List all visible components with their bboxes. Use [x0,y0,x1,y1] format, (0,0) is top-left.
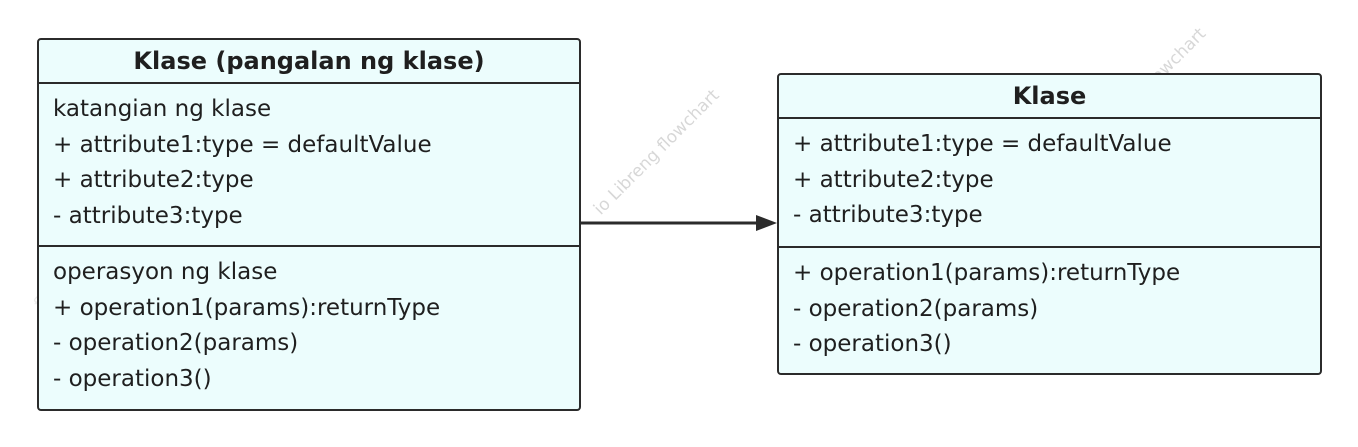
attribute-line: + attribute1:type = defaultValue [53,131,432,158]
arrow-head-icon [756,215,777,231]
attribute-line: katangian ng klase [53,96,272,122]
operation-line: - operation2(params) [53,330,299,357]
attributes-section: katangian ng klase + attribute1:type = d… [39,84,579,247]
uml-class-left[interactable]: Klase (pangalan ng klase) katangian ng k… [37,38,581,411]
class-name: Klase (pangalan ng klase) [39,40,579,84]
attribute-line: + attribute2:type [53,167,254,194]
operation-line: - operation3() [53,365,212,392]
operation-line: - operation2(params) [793,295,1039,322]
watermark-text: io Libreng flowchart [590,85,724,220]
attribute-line: + attribute2:type [793,166,994,193]
attribute-line: - attribute3:type [53,202,243,229]
uml-class-right[interactable]: Klase + attribute1:type = defaultValue +… [777,73,1322,375]
operation-line: + operation1(params):returnType [793,260,1181,286]
attributes-section: + attribute1:type = defaultValue + attri… [779,119,1320,248]
operation-line: - operation3() [793,331,952,358]
operations-section: operasyon ng klase + operation1(params):… [39,247,579,397]
attribute-line: - attribute3:type [793,202,983,229]
attribute-line: + attribute1:type = defaultValue [793,131,1172,157]
operations-section: + operation1(params):returnType - operat… [779,248,1320,363]
class-name: Klase [779,75,1320,119]
operation-line: + operation1(params):returnType [53,294,441,321]
operation-line: operasyon ng klase [53,259,278,285]
